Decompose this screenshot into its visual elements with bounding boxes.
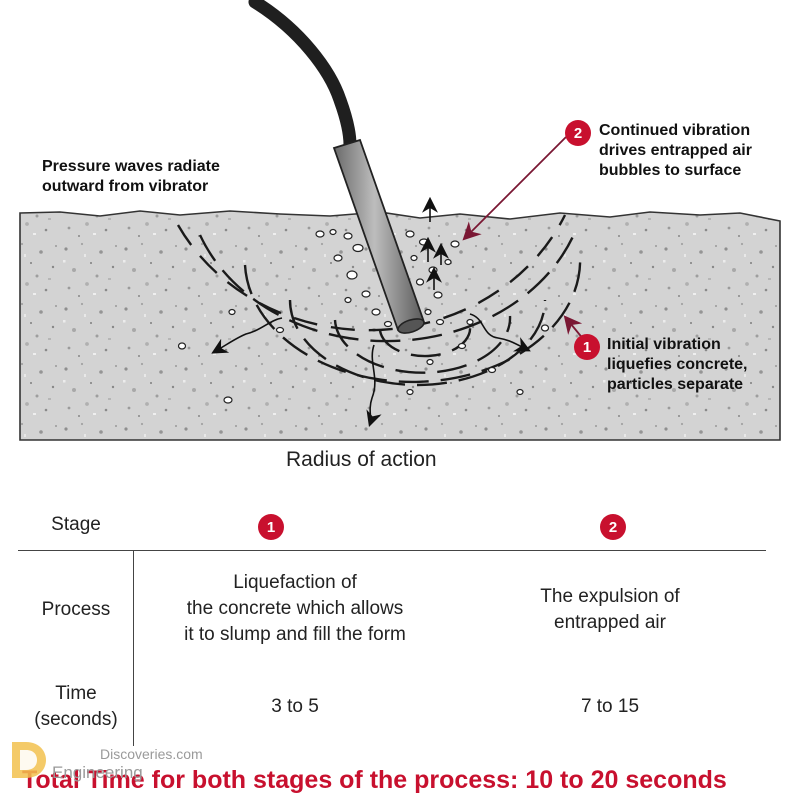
total-time-footer: Total Time for both stages of the proces… <box>22 766 727 794</box>
radius-caption: Radius of action <box>286 448 437 471</box>
stage-2-badge-diagram: 2 <box>565 120 591 146</box>
pressure-wave-arcs <box>176 214 582 387</box>
process-2-line-2: entrapped air <box>554 612 666 633</box>
stage2-note-line-1: Continued vibration <box>599 122 751 139</box>
time-label: Time (seconds) <box>20 681 132 733</box>
vibrator-cable <box>248 0 357 152</box>
stage-label: Stage <box>51 514 101 535</box>
particle-flow-arrows <box>211 313 531 428</box>
process-stage-2: The expulsion of entrapped air <box>490 584 730 636</box>
stage1-note-line-1: Initial vibration <box>607 336 721 353</box>
pressure-waves-line-1: Pressure waves radiate <box>42 158 220 175</box>
air-bubbles <box>177 228 550 404</box>
time-stage-1: 3 to 5 <box>271 696 319 717</box>
pressure-waves-line-2: outward from vibrator <box>42 178 209 195</box>
process-label: Process <box>41 599 111 620</box>
stage2-pointer-arrow <box>462 136 567 241</box>
table-header-divider <box>18 550 766 551</box>
table-column-divider <box>133 550 134 746</box>
process-1-line-2: the concrete which allows <box>186 598 404 619</box>
watermark-line-2: Engineering <box>52 763 143 782</box>
process-1-line-3: it to slump and fill the form <box>184 624 406 645</box>
time-label-line-1: Time <box>55 683 97 704</box>
vibration-diagram <box>19 0 781 441</box>
stage1-note-line-3: particles separate <box>607 376 744 393</box>
watermark-line-1: Discoveries.com <box>100 746 203 762</box>
time-label-line-2: (seconds) <box>34 709 118 730</box>
stage1-note-line-2: liquefies concrete, <box>607 356 748 373</box>
stage2-note-line-2: drives entrapped air <box>599 142 752 159</box>
stage2-note-line-3: bubbles to surface <box>599 162 742 179</box>
stage2-note: Continued vibration drives entrapped air… <box>599 121 752 181</box>
process-1-line-1: Liquefaction of <box>233 572 357 593</box>
stage-1-badge-diagram: 1 <box>574 334 600 360</box>
stage-1-badge: 1 <box>258 514 284 540</box>
vibrator-head <box>332 138 426 334</box>
process-stage-1: Liquefaction of the concrete which allow… <box>140 570 450 648</box>
stage-2-badge: 2 <box>600 514 626 540</box>
stage1-note: Initial vibration liquefies concrete, pa… <box>607 335 748 395</box>
rising-air-arrows <box>420 196 449 290</box>
pressure-waves-note: Pressure waves radiate outward from vibr… <box>42 157 220 197</box>
watermark-logo-icon <box>12 742 46 778</box>
process-2-line-1: The expulsion of <box>540 586 680 607</box>
time-stage-2: 7 to 15 <box>580 696 640 717</box>
